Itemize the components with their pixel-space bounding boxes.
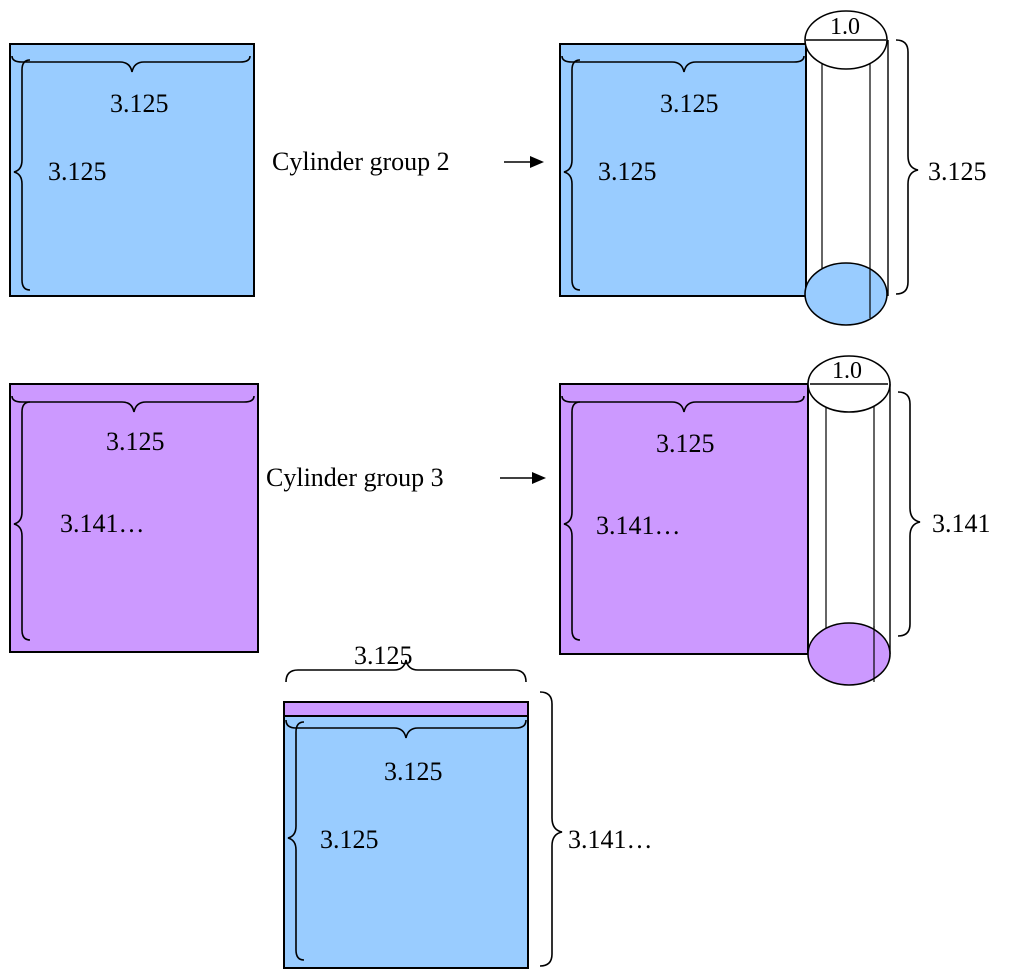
group2-source-width-label: 3.125 [110, 89, 169, 118]
group3-cylinder-bottom [807, 622, 891, 686]
group2-source-top-brace [11, 55, 251, 73]
group3-target-height-label: 3.141… [596, 511, 681, 540]
comparison-top-brace [285, 659, 527, 683]
group2-cylinder: 1.0 3.125 [804, 10, 987, 326]
group2-cylinder-height-label: 3.125 [928, 157, 987, 186]
group3-target-square: 3.125 3.141… [559, 383, 809, 655]
group2-source-rect [9, 43, 255, 297]
group2-source-square: 3.125 3.125 [9, 43, 255, 297]
group2-target-height-label: 3.125 [598, 157, 657, 186]
group3-source-width-label: 3.125 [106, 427, 165, 456]
group2-target-top-brace [561, 55, 805, 73]
group2-source-height-label: 3.125 [48, 157, 107, 186]
comparison-inner-height-label: 3.125 [320, 825, 379, 854]
group2-cylinder-bottom [804, 262, 888, 326]
group2-target-left-brace [563, 59, 581, 291]
group3-target-width-label: 3.125 [656, 429, 715, 458]
group3-arrow: Cylinder group 3 [266, 463, 546, 492]
group3-arrow-label: Cylinder group 3 [266, 463, 444, 492]
group3-source-left-brace [13, 401, 31, 641]
group2-arrow-label: Cylinder group 2 [272, 147, 450, 176]
group3-source-top-brace [11, 395, 255, 413]
group3-arrow-head [532, 472, 546, 484]
group3-target-top-brace [561, 395, 805, 413]
comparison-inner-width-label: 3.125 [384, 757, 443, 786]
group2-target-width-label: 3.125 [660, 89, 719, 118]
group2-target-rect [559, 43, 807, 297]
comparison-outer-outline [283, 701, 529, 969]
group3-source-rect [9, 383, 259, 653]
comparison-inner-left-brace [287, 721, 305, 961]
group3-cylinder-height-label: 3.141 [932, 509, 991, 538]
comparison-top-width-label: 3.125 [354, 641, 413, 670]
group2-arrow: Cylinder group 2 [272, 147, 544, 176]
comparison-purple-strip [283, 701, 529, 717]
group3-target-rect [559, 383, 809, 655]
group2-cylinder-height-brace [895, 39, 919, 295]
group2-target-square: 3.125 3.125 [559, 43, 807, 297]
group3-cylinder-height-brace [897, 391, 921, 637]
group3-source-height-label: 3.141… [60, 509, 145, 538]
comparison-square: 3.125 3.125 3.125 3.141… [283, 641, 653, 969]
group3-source-square: 3.125 3.141… [9, 383, 259, 653]
comparison-inner-top-brace [285, 719, 527, 739]
group2-cylinder-diameter-label: 1.0 [830, 14, 860, 40]
group2-arrow-head [530, 156, 544, 168]
group3-cylinder: 1.0 3.141 [807, 355, 991, 686]
comparison-total-height-label: 3.141… [568, 825, 653, 854]
group3-target-left-brace [563, 401, 581, 641]
group2-source-left-brace [13, 59, 31, 291]
comparison-total-height-brace [539, 691, 563, 967]
group3-cylinder-diameter-label: 1.0 [832, 358, 862, 384]
